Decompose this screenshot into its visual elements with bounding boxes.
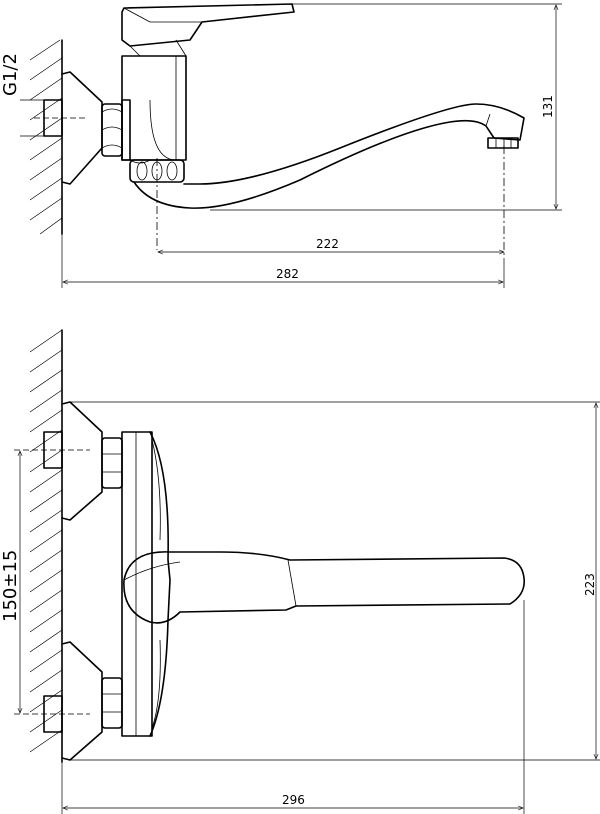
svg-text:131: 131 xyxy=(541,95,555,118)
spout-top xyxy=(133,103,525,258)
svg-text:282: 282 xyxy=(276,267,299,281)
svg-text:296: 296 xyxy=(282,793,305,807)
dim-center-spacing: 150±15 xyxy=(0,451,21,713)
dim-total-length-front: 296 xyxy=(61,600,525,814)
svg-text:223: 223 xyxy=(583,573,597,596)
top-view: G1/2 xyxy=(0,3,562,288)
escutcheon-upper xyxy=(61,401,103,521)
lever-handle-top xyxy=(121,3,295,57)
front-view: 150±15 223 296 xyxy=(0,329,600,814)
wall-hatch-front xyxy=(29,329,63,763)
nut-lower xyxy=(101,677,123,729)
thread-label: G1/2 xyxy=(0,53,21,96)
nut-top xyxy=(101,103,123,157)
escutcheon-lower xyxy=(61,641,103,761)
aerator-top xyxy=(487,137,519,149)
escutcheon-top xyxy=(61,71,103,185)
mixer-body-front xyxy=(121,431,153,737)
nut-upper xyxy=(101,437,123,489)
mixer-body-top xyxy=(121,55,187,164)
lever-handle-front xyxy=(123,551,526,624)
cartridge-cover-front xyxy=(149,431,171,737)
dim-total-length-top: 282 xyxy=(61,234,505,288)
svg-text:222: 222 xyxy=(316,237,339,251)
mixer-base-top xyxy=(129,158,185,250)
dim-spout-reach: 222 xyxy=(158,237,504,252)
svg-text:150±15: 150±15 xyxy=(0,550,21,622)
wall-hatch-top xyxy=(29,39,63,235)
dim-height-top: 131 xyxy=(210,3,562,211)
dim-height-front: 223 xyxy=(70,401,600,761)
